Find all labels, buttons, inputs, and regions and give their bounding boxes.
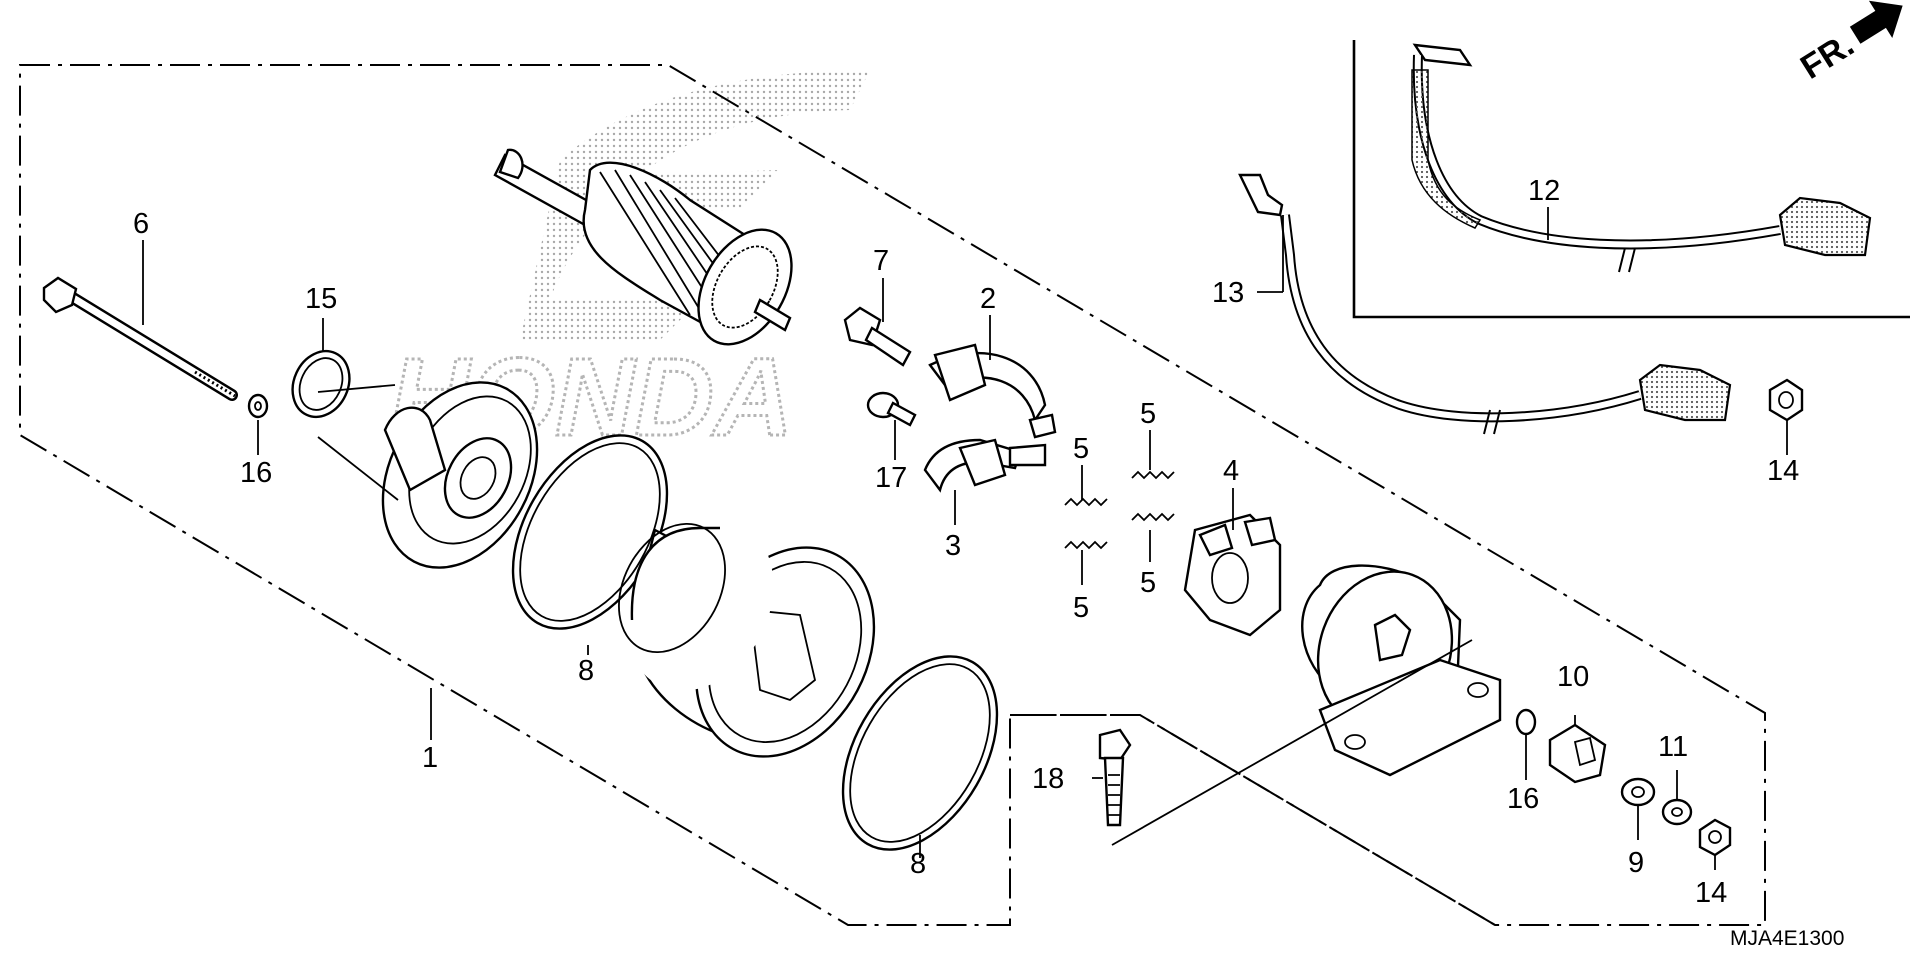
part-terminal-insulator-10 xyxy=(1548,723,1607,784)
part-screw-17 xyxy=(866,391,917,427)
callout-4: 4 xyxy=(1223,455,1239,487)
part-screw-7 xyxy=(843,306,912,367)
part-bolt-6 xyxy=(42,276,238,401)
part-brush-holder-2 xyxy=(928,343,1057,439)
part-washer-16a xyxy=(247,393,269,419)
diagram-code: MJA4E1300 xyxy=(1730,927,1844,950)
front-direction-marker: FR. xyxy=(1794,0,1903,87)
part-armature xyxy=(493,148,793,346)
callout-16a: 16 xyxy=(240,457,272,489)
callout-14b: 14 xyxy=(1695,877,1727,909)
callouts: 1 2 3 4 5 5 5 5 6 7 8 8 9 10 11 12 13 14… xyxy=(133,175,1799,909)
part-washer-16b xyxy=(1515,708,1537,736)
callout-15: 15 xyxy=(305,283,337,315)
part-oring-8b xyxy=(841,655,999,851)
assembly-outline-bolt xyxy=(1010,714,1496,926)
callout-6: 6 xyxy=(133,208,149,240)
part-brush-plate-4 xyxy=(1183,513,1282,637)
callout-3: 3 xyxy=(945,530,961,562)
callout-5c: 5 xyxy=(1140,398,1156,430)
callout-7: 7 xyxy=(873,245,889,277)
part-cable-13 xyxy=(1238,173,1732,435)
callout-5b: 5 xyxy=(1073,592,1089,624)
callout-2: 2 xyxy=(980,283,996,315)
cable-inset-box xyxy=(1352,40,1910,319)
callout-12: 12 xyxy=(1528,175,1560,207)
callout-13: 13 xyxy=(1212,277,1244,309)
callout-16b: 16 xyxy=(1507,783,1539,815)
part-oring-15 xyxy=(291,349,351,419)
callout-5d: 5 xyxy=(1140,567,1156,599)
callout-5a: 5 xyxy=(1073,433,1089,465)
callout-14a: 14 xyxy=(1767,455,1799,487)
callout-8a: 8 xyxy=(578,655,594,687)
callout-18: 18 xyxy=(1032,763,1064,795)
callout-17: 17 xyxy=(875,462,907,494)
part-bolt-18 xyxy=(1098,639,1473,846)
front-arrow-icon xyxy=(1849,0,1903,44)
callout-1: 1 xyxy=(422,742,438,774)
front-marker-label: FR. xyxy=(1794,26,1861,87)
part-nut-14b xyxy=(1698,818,1732,857)
callout-9: 9 xyxy=(1628,847,1644,879)
part-yoke xyxy=(618,519,876,758)
part-brush-holder-3 xyxy=(923,438,1047,493)
part-nut-14a xyxy=(1768,378,1804,422)
part-cable-12 xyxy=(1411,43,1872,273)
callout-10: 10 xyxy=(1557,661,1589,693)
part-springs-5 xyxy=(1064,470,1175,550)
part-rear-cover xyxy=(1301,564,1502,777)
callout-8b: 8 xyxy=(910,848,926,880)
callout-11: 11 xyxy=(1658,731,1688,763)
part-front-cover xyxy=(317,381,539,569)
part-washer-9 xyxy=(1620,777,1656,807)
leader-lines xyxy=(142,207,1788,870)
part-washer-11 xyxy=(1661,798,1693,826)
